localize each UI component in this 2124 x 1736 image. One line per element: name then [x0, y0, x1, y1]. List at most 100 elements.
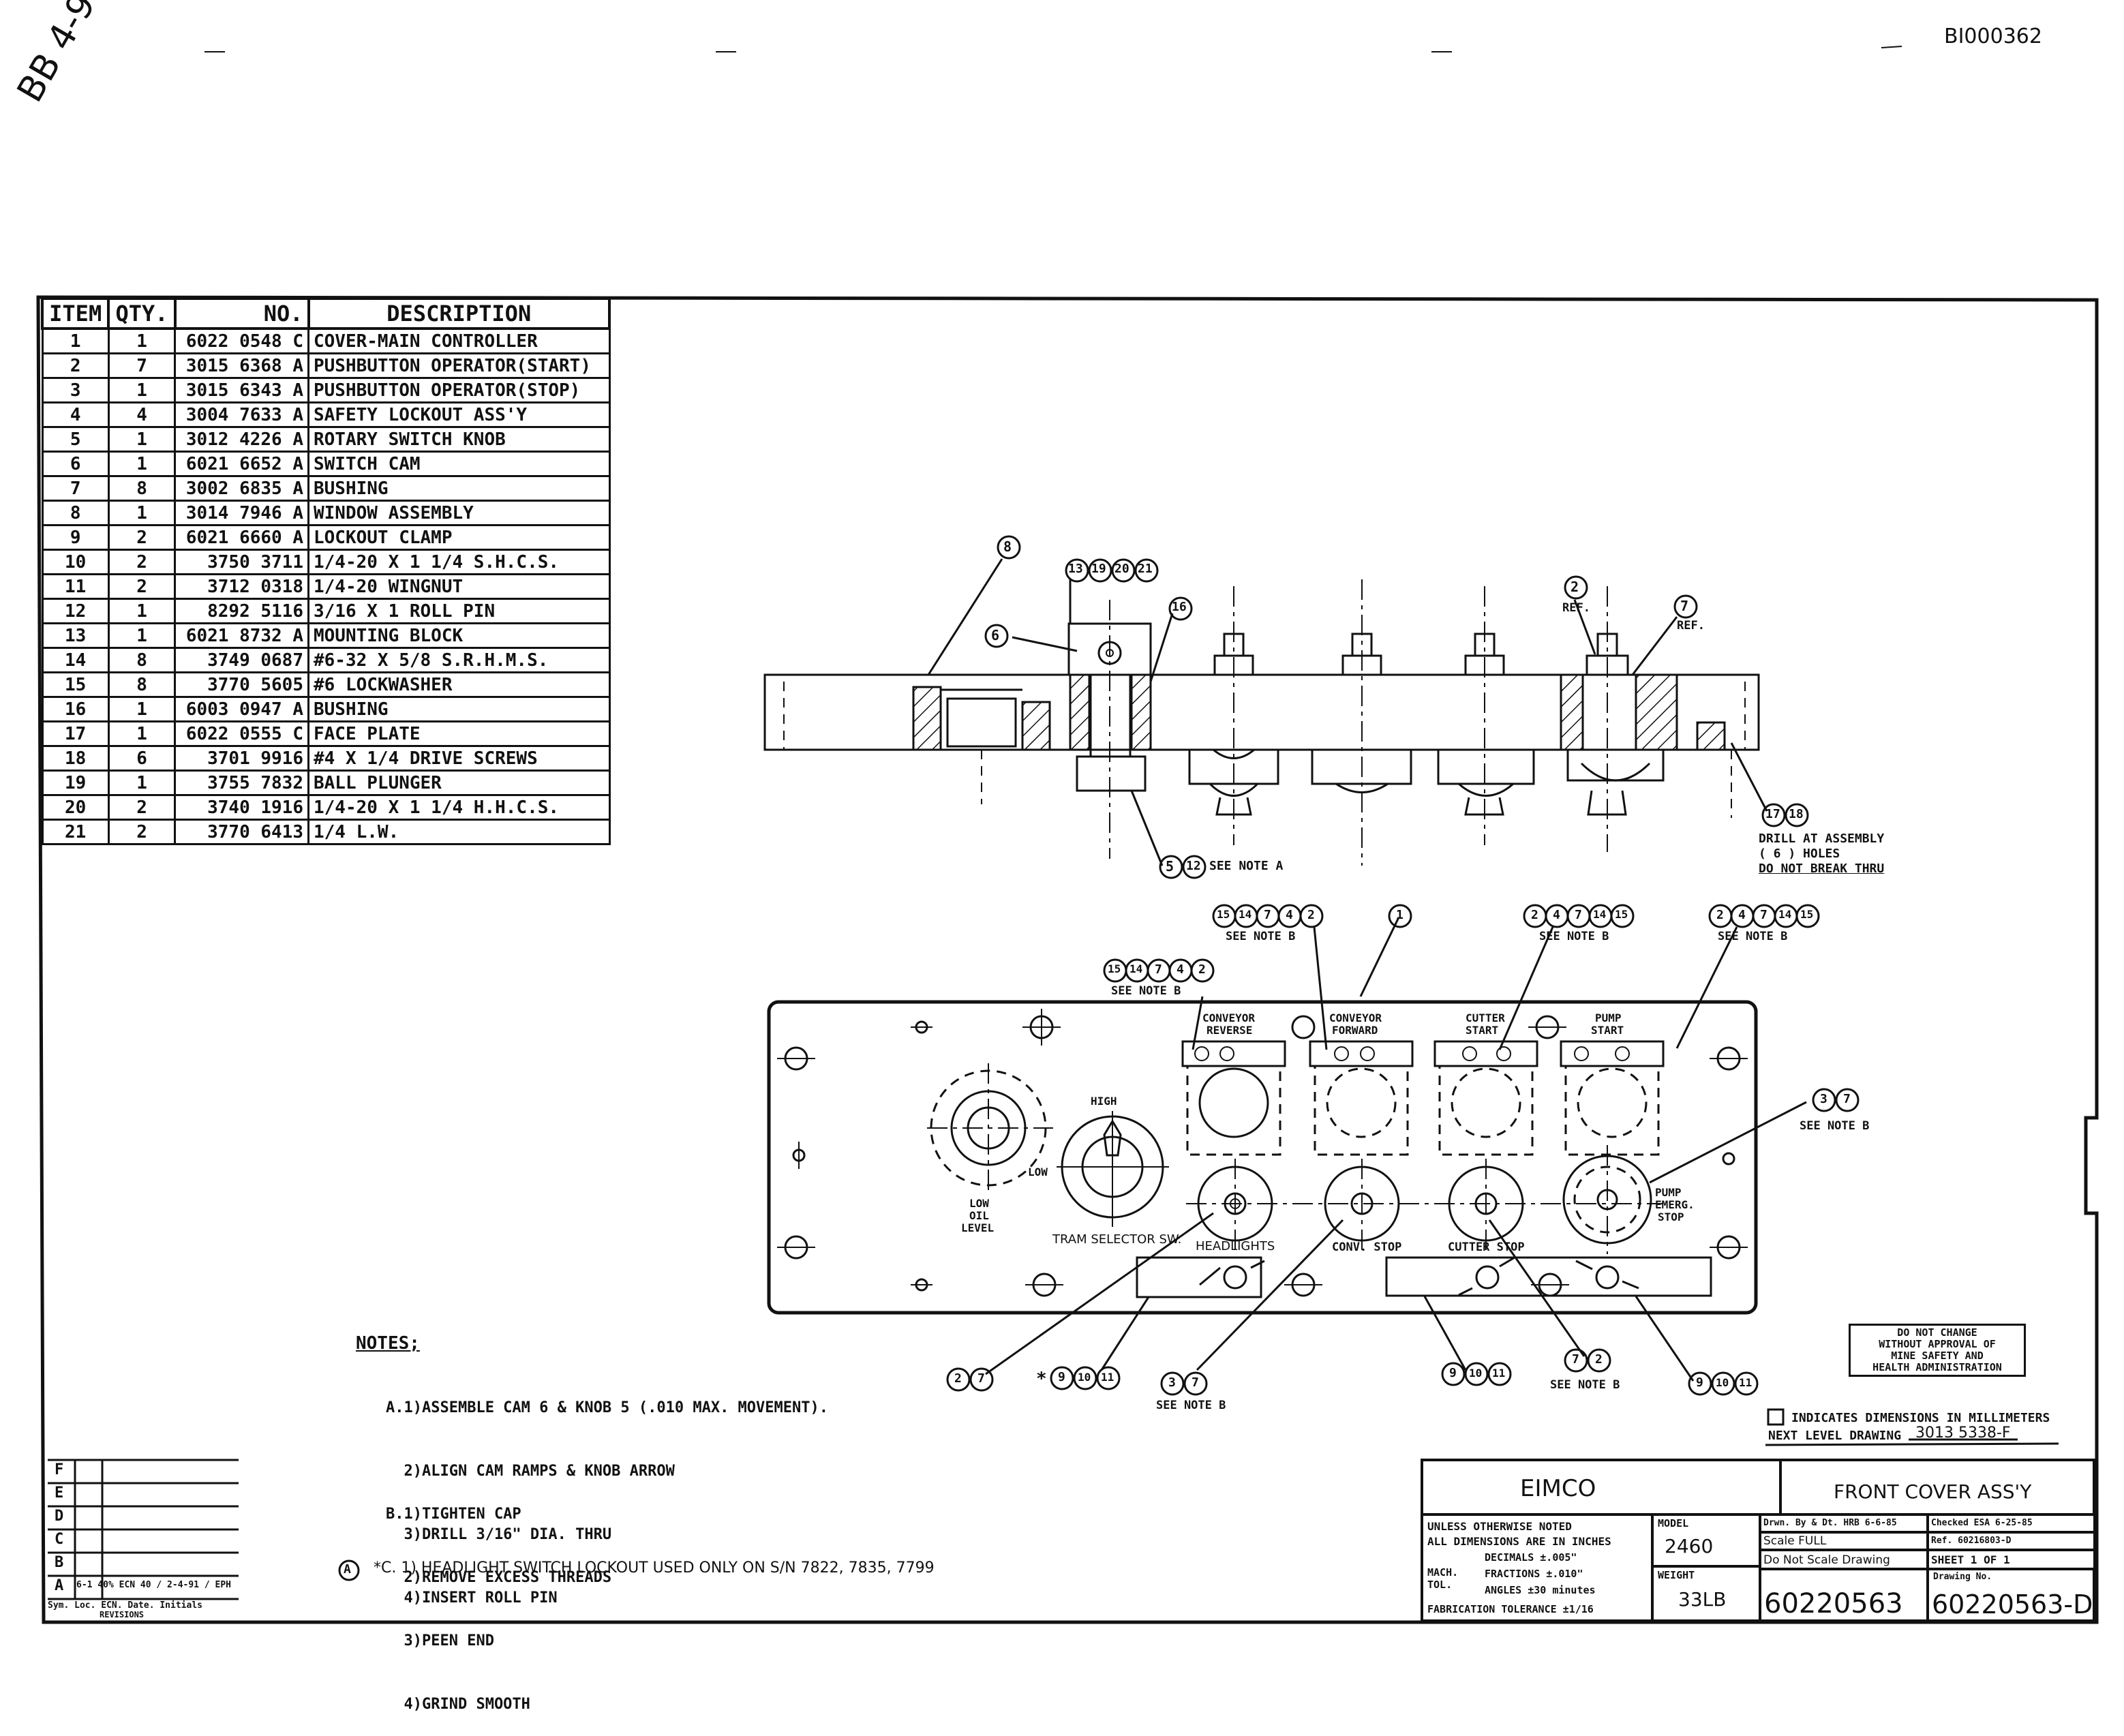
parts-cell-description: SWITCH CAM: [307, 451, 611, 477]
ref-drawing: Ref. 60216803-D: [1931, 1536, 2012, 1546]
rev-footer: Sym. Loc. ECN. Date. Initials: [48, 1600, 202, 1611]
balloon-label: 7: [1843, 1092, 1851, 1106]
balloon-label: 4: [1738, 908, 1746, 922]
balloon-label: 13: [1068, 562, 1083, 576]
button-label-conveyor-reverse: CONVEYOR: [1202, 1011, 1256, 1024]
button-label-pump-start: PUMP: [1595, 1011, 1622, 1024]
balloon-label: 15: [1615, 908, 1628, 921]
balloon-label: 18: [1789, 807, 1804, 821]
parts-cell-item: 14: [41, 647, 110, 673]
part-number: 60220563: [1764, 1588, 1903, 1619]
weight-cell: WEIGHT 33LB: [1651, 1565, 1761, 1622]
balloon-label: 2: [954, 1371, 962, 1386]
start-buttons: [1181, 1040, 1665, 1156]
parts-cell-no: 3701 9916: [174, 745, 309, 772]
weight-label: WEIGHT: [1658, 1569, 1695, 1581]
decimals-tol: DECIMALS ±.005": [1485, 1551, 1577, 1564]
rev-letter: F: [55, 1461, 64, 1478]
weight-value: 33LB: [1678, 1588, 1727, 1611]
parts-cell-description: BUSHING: [307, 696, 611, 722]
parts-cell-item: 20: [41, 794, 110, 821]
see-note-b: SEE NOTE B: [1550, 1378, 1620, 1392]
balloon-label: 15: [1108, 962, 1121, 975]
msha-line: MINE SAFETY AND: [1891, 1350, 1984, 1362]
parts-cell-item: 19: [41, 770, 110, 796]
rev-footer-title: REVISIONS: [100, 1610, 145, 1619]
button-label-cutter-start: CUTTER: [1466, 1011, 1505, 1024]
note-b4: 4)GRIND SMOOTH: [386, 1696, 530, 1713]
parts-cell-description: BUSHING: [307, 475, 611, 502]
parts-cell-no: 3750 3711: [174, 549, 309, 575]
parts-cell-item: 7: [41, 475, 110, 502]
balloon-label: 11: [1492, 1367, 1506, 1380]
mm-note: INDICATES DIMENSIONS IN MILLIMETERS: [1791, 1411, 2050, 1425]
drawn-by: Drwn. By & Dt. HRB 6-6-85: [1763, 1518, 1897, 1528]
parts-cell-description: 1/4 L.W.: [307, 819, 611, 845]
parts-cell-item: 11: [41, 573, 110, 600]
rev-a-entry: 6-1 40% ECN 40 / 2-4-91 / EPH: [76, 1580, 231, 1590]
parts-cell-no: 6021 6652 A: [174, 451, 309, 477]
model-number: 2460: [1665, 1535, 1714, 1557]
button-label-conveyor-reverse-2: REVERSE: [1207, 1024, 1253, 1037]
parts-cell-qty: 8: [107, 647, 177, 673]
parts-cell-description: WINDOW ASSEMBLY: [307, 500, 611, 526]
parts-cell-no: 3755 7832: [174, 770, 309, 796]
fab-tol: FABRICATION TOLERANCE ±1/16: [1427, 1603, 1594, 1615]
see-note-a: SEE NOTE A: [1209, 859, 1284, 873]
parts-cell-description: #6-32 X 5/8 S.R.H.M.S.: [307, 647, 611, 673]
asterisk-mark: *: [1036, 1369, 1047, 1389]
parts-cell-description: 1/4-20 WINGNUT: [307, 573, 611, 600]
parts-cell-description: 3/16 X 1 ROLL PIN: [307, 598, 611, 624]
balloon-label: 2: [1198, 962, 1206, 977]
parts-cell-no: 3015 6368 A: [174, 352, 309, 379]
sheet-number: SHEET 1 OF 1: [1931, 1553, 2010, 1566]
parts-cell-no: 6022 0555 C: [174, 720, 309, 747]
next-level-label: NEXT LEVEL DRAWING: [1768, 1429, 1902, 1443]
balloon-label: 2: [1571, 579, 1579, 595]
balloon-label: 15: [1800, 908, 1814, 921]
parts-cell-qty: 8: [107, 475, 177, 502]
section-balloons: [984, 535, 1809, 879]
parts-cell-qty: 1: [107, 770, 177, 796]
parts-cell-qty: 1: [107, 500, 177, 526]
headlights-label: HEADLIGHTS: [1196, 1239, 1275, 1253]
parts-cell-qty: 2: [107, 794, 177, 821]
pump-emerg-label: EMERG.: [1655, 1198, 1695, 1211]
msha-line: HEALTH ADMINISTRATION: [1872, 1361, 2002, 1373]
balloon-label: 5: [1166, 858, 1174, 874]
parts-cell-item: 13: [41, 622, 110, 649]
balloon-label: 14: [1239, 908, 1252, 921]
cutter-stop-label: CUTTER STOP: [1448, 1240, 1525, 1254]
parts-cell-no: 3014 7946 A: [174, 500, 309, 526]
balloon-label: 1: [1396, 908, 1404, 922]
model-label: MODEL: [1658, 1517, 1689, 1529]
mach-tol-label: MACH. TOL.: [1427, 1566, 1459, 1591]
msha-line: WITHOUT APPROVAL OF: [1879, 1338, 1996, 1350]
parts-cell-no: 3712 0318: [174, 573, 309, 600]
balloon-label: 9: [1058, 1370, 1065, 1384]
parts-cell-item: 1: [41, 327, 110, 354]
drill-note-line: ( 6 ) HOLES: [1759, 847, 1840, 861]
section-view: [763, 558, 1768, 866]
balloon-label: 15: [1217, 908, 1230, 921]
fractions-tol: FRACTIONS ±.010": [1485, 1568, 1583, 1580]
button-label-conveyor-forward: CONVEYOR: [1329, 1011, 1382, 1024]
tol-line: ALL DIMENSIONS ARE IN INCHES: [1427, 1535, 1611, 1548]
high-label: HIGH: [1091, 1095, 1117, 1108]
parts-cell-no: 3740 1916: [174, 794, 309, 821]
parts-cell-qty: 1: [107, 598, 177, 624]
parts-cell-qty: 1: [107, 451, 177, 477]
rev-letter: A: [55, 1577, 64, 1594]
model-cell: MODEL 2460: [1651, 1513, 1761, 1568]
parts-cell-description: 1/4-20 X 1 1/4 S.H.C.S.: [307, 549, 611, 575]
see-note-b: SEE NOTE B: [1800, 1119, 1870, 1133]
parts-cell-no: 3749 0687: [174, 647, 309, 673]
